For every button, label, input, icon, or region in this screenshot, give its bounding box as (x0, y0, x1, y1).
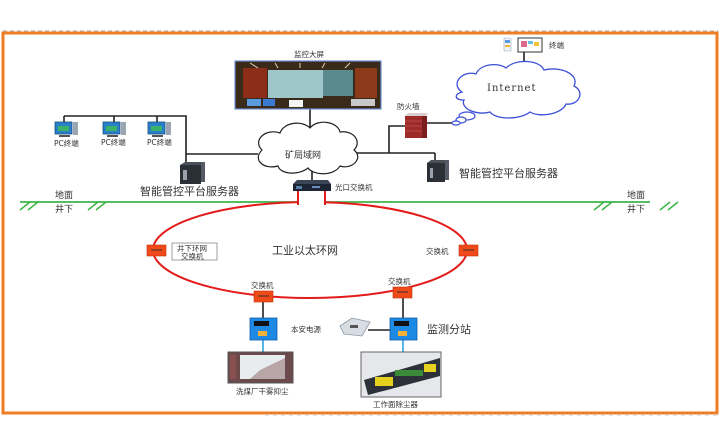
coal-washing-photo[interactable] (227, 351, 294, 384)
diagram-frame (1, 31, 719, 415)
mine-lan-label: 矿局域网 (285, 149, 321, 161)
ring-switch-bottom-right-label: 交换机 (388, 276, 411, 286)
face-dust-label: 工作面除尘器 (373, 399, 418, 409)
substation-left[interactable] (249, 317, 278, 341)
optical-switch-label: 光口交换机 (335, 182, 373, 192)
pc-terminal-label-1: PC终端 (54, 138, 79, 148)
ring-switch-left[interactable] (146, 244, 167, 257)
pc-terminal-label-3: PC终端 (147, 137, 172, 147)
mine-lan-cloud[interactable] (257, 121, 359, 175)
ring-switch-bottom-left[interactable] (253, 290, 274, 303)
server-left-label: 智能管控平台服务器 (140, 184, 239, 198)
ring-switch-left-label-box (171, 242, 218, 261)
monitor-wall-label: 监控大屏 (294, 49, 324, 59)
pc-terminal-label-2: PC终端 (101, 137, 126, 147)
firewall-label: 防火墙 (397, 101, 420, 111)
internet-label: Internet (487, 83, 536, 94)
pc-terminal-3[interactable] (147, 121, 171, 137)
optical-switch[interactable] (293, 180, 331, 191)
substation-right[interactable] (389, 317, 418, 341)
intrinsic-power-label: 本安电源 (291, 324, 321, 334)
coal-washing-label: 洗煤厂干雾抑尘 (236, 386, 289, 396)
ring-switch-bottom-left-label: 交换机 (251, 280, 274, 290)
underground-label-right: 井下 (627, 203, 645, 215)
monitor-substation-label: 监测分站 (427, 322, 471, 336)
ring-switch-right[interactable] (458, 244, 479, 257)
blue-wires (262, 340, 404, 352)
internet-cloud[interactable] (451, 60, 581, 126)
pc-terminal-1[interactable] (54, 121, 78, 137)
ring-switch-bottom-right[interactable] (392, 286, 413, 299)
firewall[interactable] (405, 113, 428, 138)
ring-switch-left-label-line1: 井下环网 (177, 243, 207, 253)
ring-switch-right-label: 交换机 (426, 246, 449, 256)
ring-switch-left-label-line2: 交换机 (181, 251, 204, 261)
intrinsic-power-supply[interactable] (339, 317, 371, 337)
remote-terminal-label: 终端 (549, 40, 564, 50)
remote-terminal[interactable] (503, 37, 543, 53)
ground-label-right: 地面 (627, 189, 645, 201)
pc-terminal-2[interactable] (102, 121, 126, 137)
monitor-wall[interactable] (234, 60, 382, 110)
face-dust-collector-photo[interactable] (360, 351, 442, 398)
server-left[interactable] (180, 162, 205, 184)
server-right-label: 智能管控平台服务器 (459, 166, 558, 180)
ground-label-left: 地面 (55, 189, 73, 201)
ring-network-label: 工业以太环网 (272, 244, 338, 257)
server-right[interactable] (427, 160, 449, 182)
underground-label-left: 井下 (55, 203, 73, 215)
